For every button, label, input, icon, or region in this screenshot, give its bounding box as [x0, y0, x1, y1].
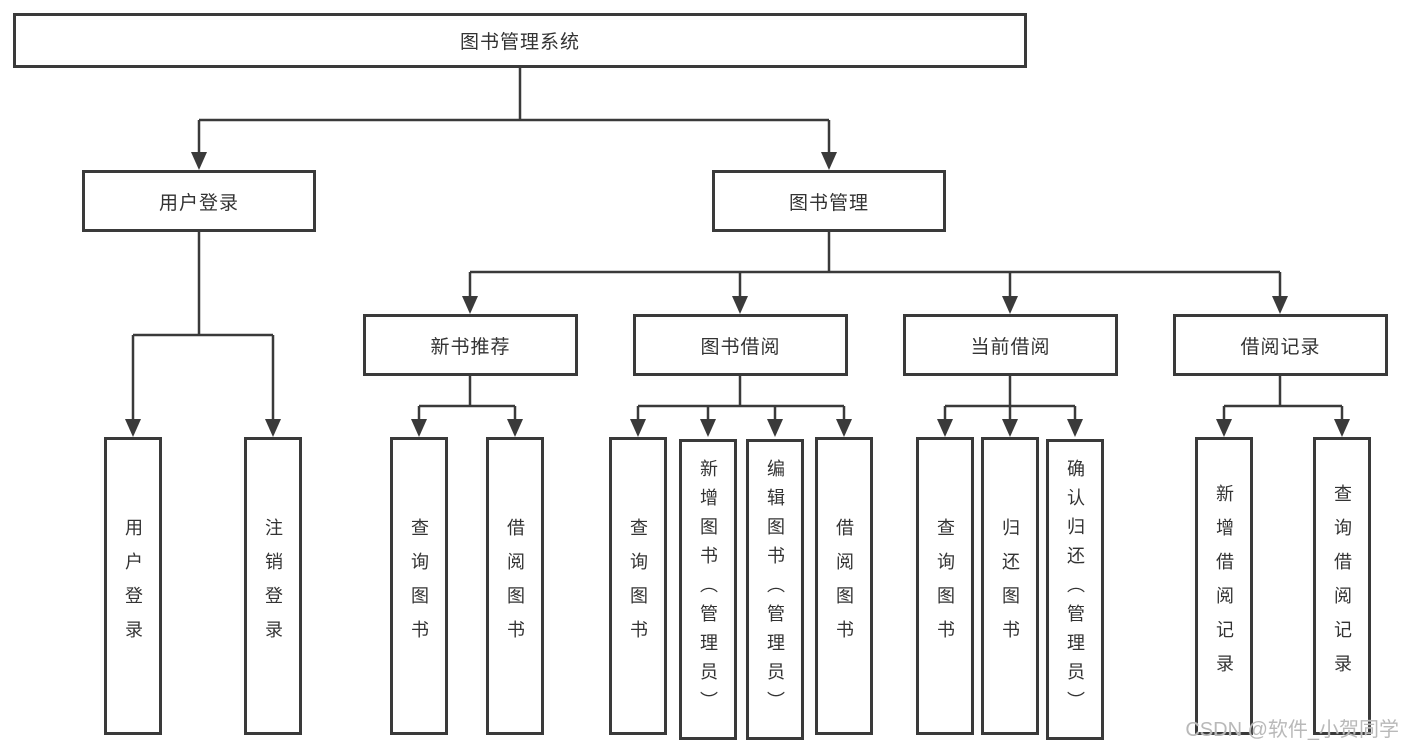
node-book-borrow: 图书借阅 — [633, 314, 848, 376]
node-new-book-recommend: 新书推荐 — [363, 314, 578, 376]
node-current-borrow: 当前借阅 — [903, 314, 1118, 376]
leaf-user-login: 用户登录 — [104, 437, 162, 735]
leaf-borrow-books: 借阅图书 — [815, 437, 873, 735]
leaf-borrow-books-recommend: 借阅图书 — [486, 437, 544, 735]
node-user-login: 用户登录 — [82, 170, 316, 232]
leaf-query-borrow-record: 查询借阅记录 — [1313, 437, 1371, 735]
leaf-edit-book-admin: 编辑图书（管理员） — [746, 439, 804, 740]
watermark: CSDN @软件_小贺同学 — [1185, 719, 1399, 741]
leaf-confirm-return-admin: 确认归还（管理员） — [1046, 439, 1104, 740]
leaf-query-books-recommend: 查询图书 — [390, 437, 448, 735]
node-borrow-records: 借阅记录 — [1173, 314, 1388, 376]
leaf-logout: 注销登录 — [244, 437, 302, 735]
leaf-query-books-current: 查询图书 — [916, 437, 974, 735]
node-library-management-system: 图书管理系统 — [13, 13, 1027, 68]
leaf-return-book: 归还图书 — [981, 437, 1039, 735]
leaf-add-borrow-record: 新增借阅记录 — [1195, 437, 1253, 735]
leaf-add-book-admin: 新增图书（管理员） — [679, 439, 737, 740]
leaf-query-books-borrow: 查询图书 — [609, 437, 667, 735]
node-book-management: 图书管理 — [712, 170, 946, 232]
